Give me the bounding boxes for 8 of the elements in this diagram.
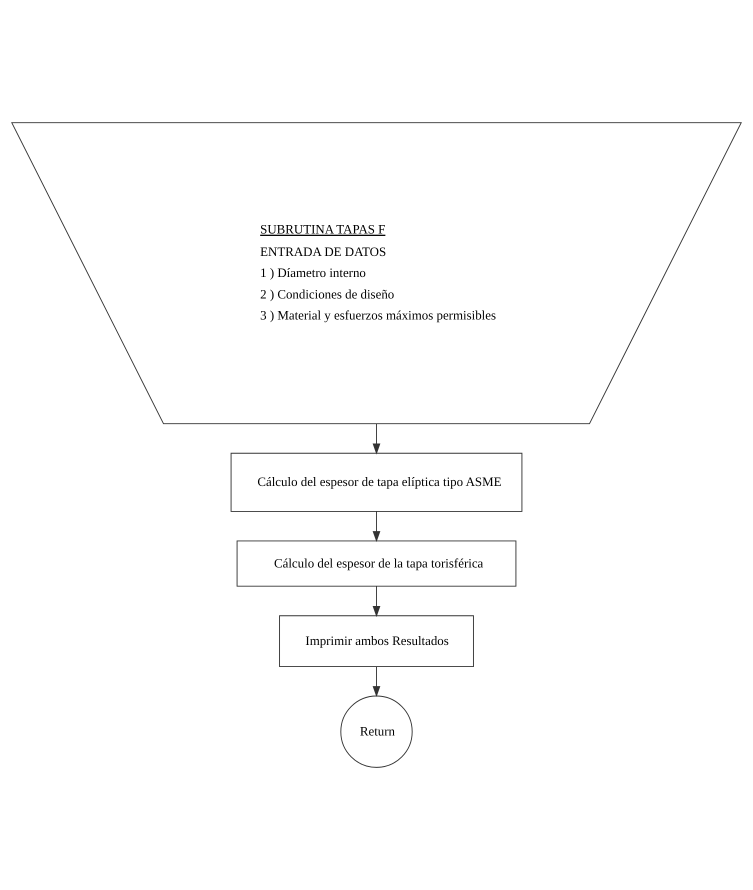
node-box: Cálculo del espesor de la tapa torisférica: [236, 540, 516, 587]
node-circle: Return: [340, 696, 413, 768]
arrow: [372, 666, 380, 698]
arrow: [372, 586, 380, 618]
arrow: [372, 423, 380, 455]
node-box: Cálculo del espesor de tapa elíptica tipo ASME: [230, 452, 522, 512]
node-box: Imprimir ambos Resultados: [279, 615, 474, 667]
arrow: [372, 511, 380, 542]
